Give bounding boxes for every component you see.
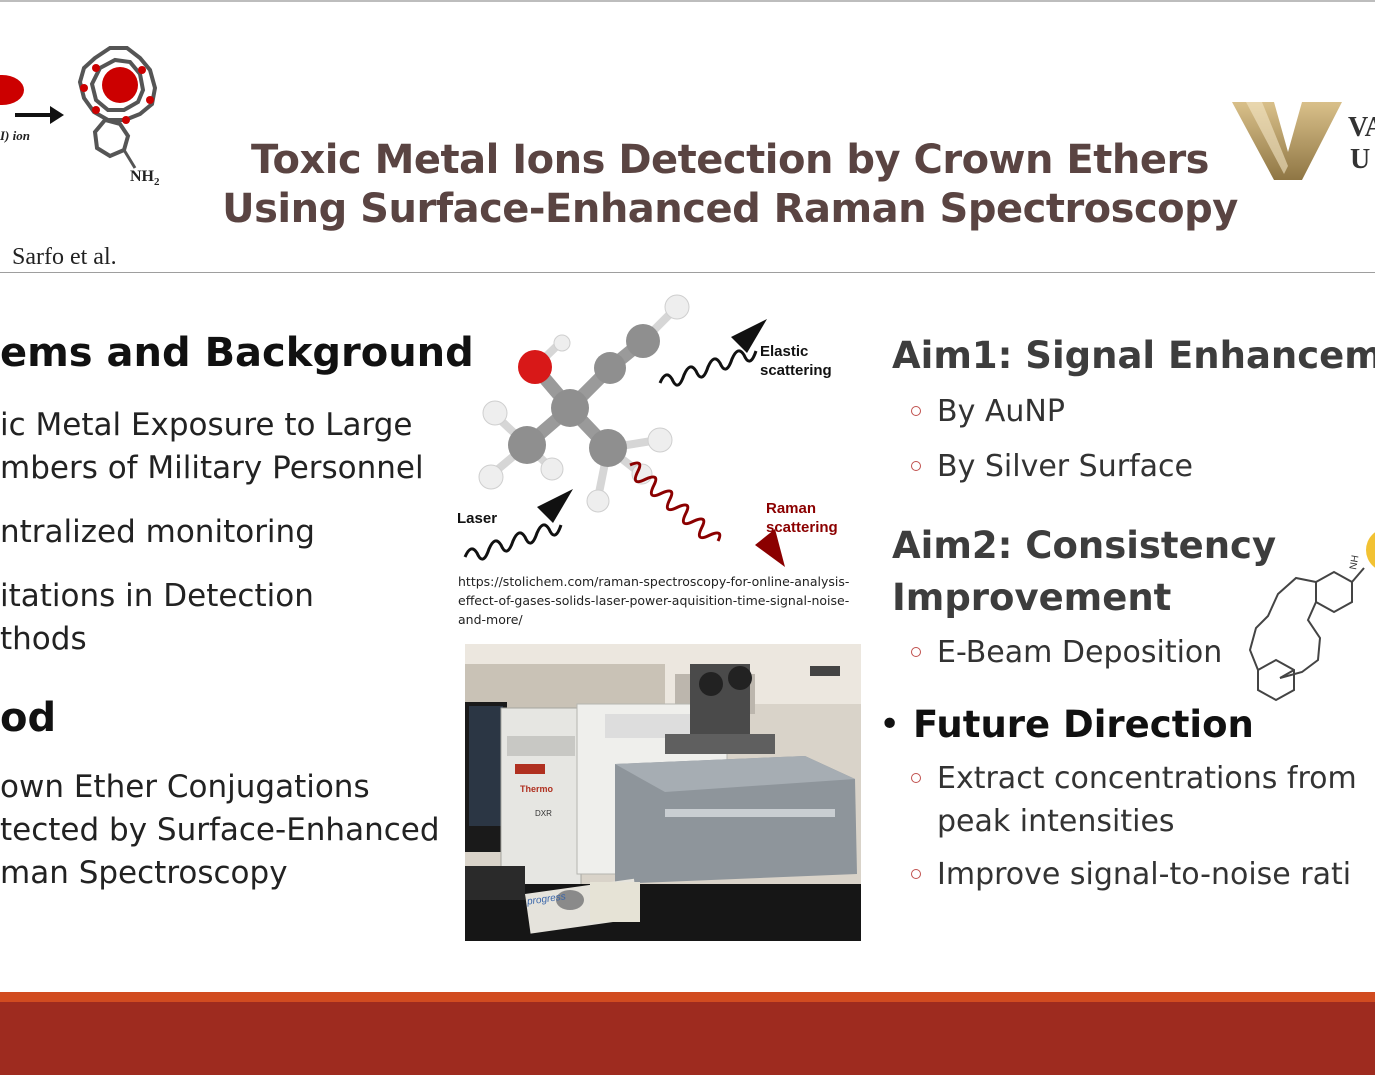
vanderbilt-v-logo-icon xyxy=(1232,102,1342,180)
title-line-2: Using Surface-Enhanced Raman Spectroscop… xyxy=(222,186,1238,232)
top-border xyxy=(0,0,1375,2)
nh2-label: NH2 xyxy=(130,168,160,189)
logo-text-line-1: VA xyxy=(1348,112,1375,143)
dxr-model-label: DXR xyxy=(535,809,552,818)
aim1-heading: Aim1: Signal Enhanceme xyxy=(892,334,1375,377)
list-item: tected by Surface-Enhanced xyxy=(0,812,440,848)
list-item: ic Metal Exposure to Large xyxy=(0,407,413,443)
bullet-ring-icon xyxy=(911,406,921,416)
laser-label: Laser xyxy=(457,510,498,527)
author-text: Sarfo et al. xyxy=(12,244,117,270)
ion-label: I) ion xyxy=(0,128,30,143)
future-direction-heading: Future Direction xyxy=(913,703,1254,746)
footer-bar xyxy=(0,1002,1375,1075)
aim2-item-ebeam: E-Beam Deposition xyxy=(911,631,1222,674)
future-item-peak: peak intensities xyxy=(937,804,1175,839)
bullet-ring-icon xyxy=(911,869,921,879)
bullet-ring-icon xyxy=(911,773,921,783)
raman-scattering-diagram xyxy=(463,294,785,567)
footer-accent-bar xyxy=(0,992,1375,1002)
source-url[interactable]: https://stolichem.com/raman-spectroscopy… xyxy=(458,574,850,627)
thermo-brand-label: Thermo xyxy=(520,784,554,794)
bullet-dot-icon: • xyxy=(879,704,901,745)
list-item: mbers of Military Personnel xyxy=(0,450,424,486)
title-line-1: Toxic Metal Ions Detection by Crown Ethe… xyxy=(250,137,1210,183)
list-item: man Spectroscopy xyxy=(0,855,288,891)
svg-text:NH: NH xyxy=(1348,554,1361,570)
future-item-snr: Improve signal-to-noise rati xyxy=(911,853,1351,896)
crown-ether-structure-image: NH xyxy=(1248,532,1375,702)
list-item: itations in Detection xyxy=(0,578,314,614)
page-title: Toxic Metal Ions Detection by Crown Ethe… xyxy=(200,136,1260,234)
bullet-ring-icon xyxy=(911,461,921,471)
aim1-item-silver: By Silver Surface xyxy=(911,445,1193,488)
list-item: thods xyxy=(0,621,87,657)
heading-method: od xyxy=(0,695,57,741)
list-item: ntralized monitoring xyxy=(0,514,315,550)
raman-spectrometer-photo: Thermo DXR progress xyxy=(465,644,861,941)
crown-ether-molecule-image xyxy=(0,46,158,169)
header-divider xyxy=(0,272,1375,273)
logo-text-line-2: U xyxy=(1350,144,1371,175)
aim1-item-aunp: By AuNP xyxy=(911,390,1065,433)
list-item: own Ether Conjugations xyxy=(0,769,370,805)
bullet-ring-icon xyxy=(911,647,921,657)
future-item-concentrations: Extract concentrations from xyxy=(911,757,1357,800)
heading-problems-background: ems and Background xyxy=(0,330,474,376)
